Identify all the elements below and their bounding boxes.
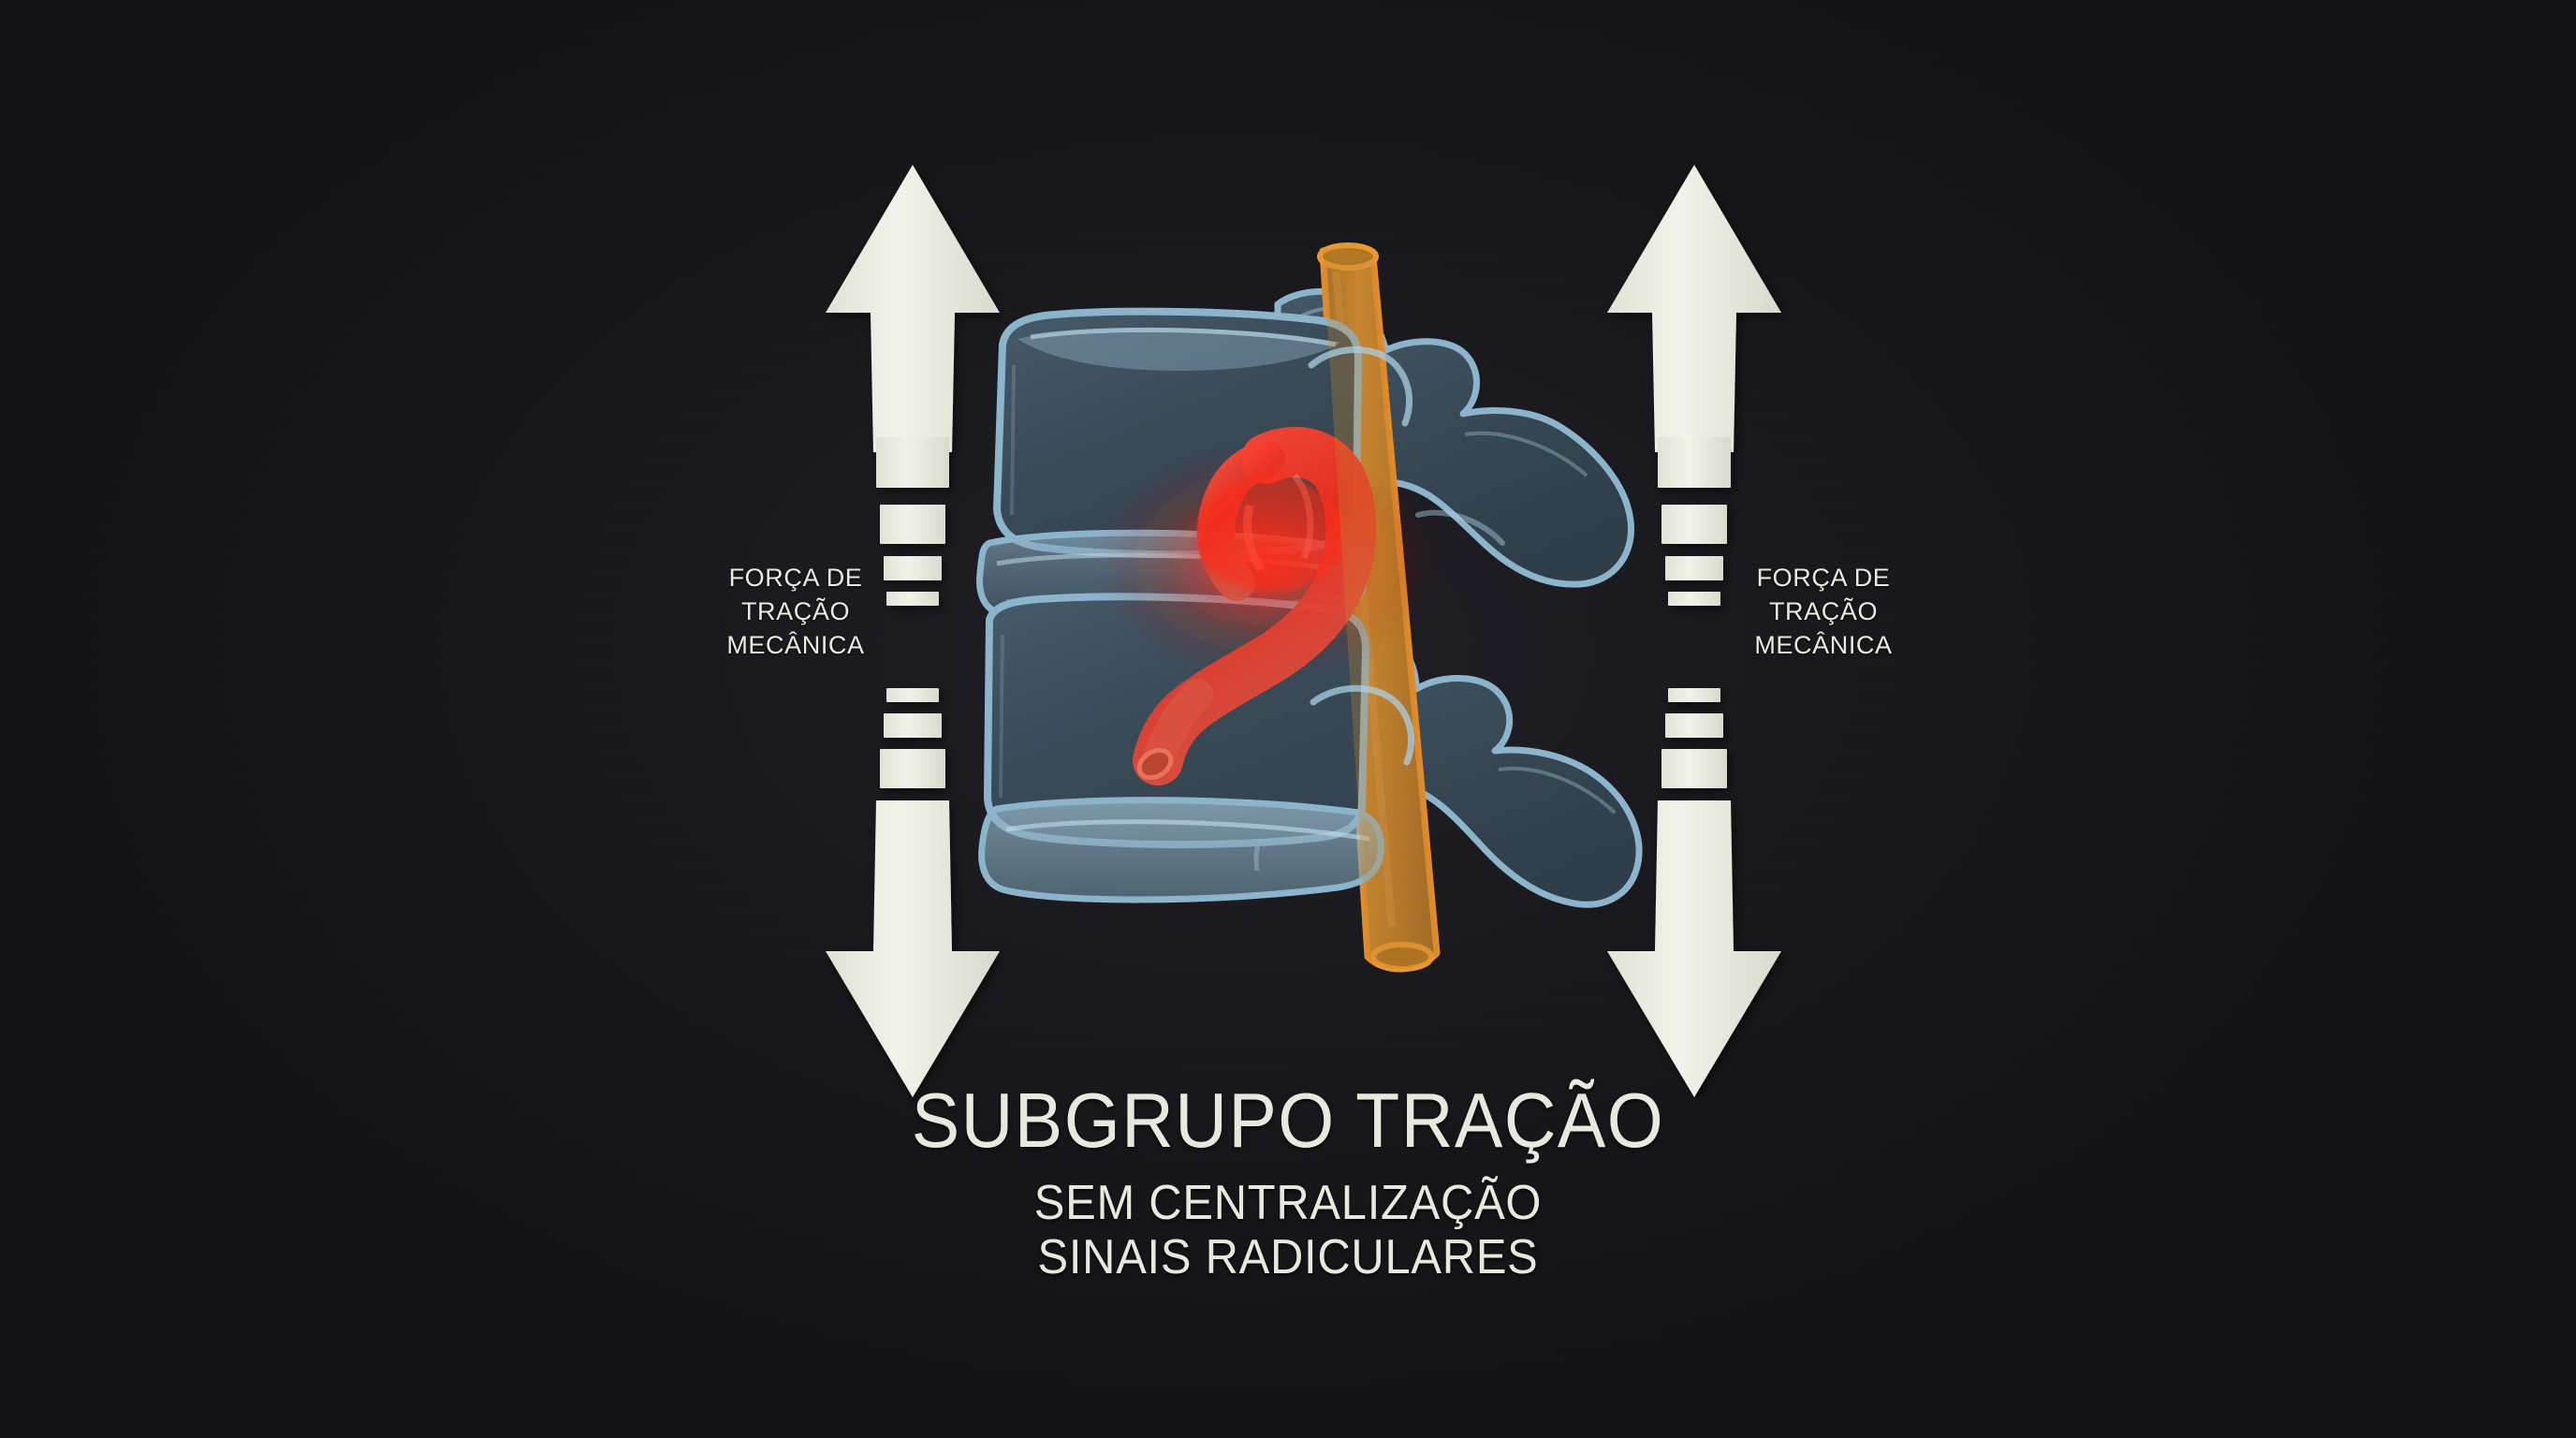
subtitle-line-2: SINAIS RADICULARES — [1037, 1230, 1539, 1285]
lumbar-spine-illustration — [976, 242, 1643, 973]
spinal-cord-overlay — [1323, 248, 1437, 970]
compression-hotspot — [1197, 476, 1343, 592]
facet-foreground-contours — [1308, 346, 1505, 766]
label-traction-force-right: FORÇA DE TRAÇÃO MECÂNICA — [1754, 564, 1893, 659]
subtitle-line-1: SEM CENTRALIZAÇÃO — [1033, 1176, 1543, 1230]
caption-block: SUBGRUPO TRAÇÃO SEM CENTRALIZAÇÃO SINAIS… — [0, 1081, 2576, 1284]
page-title: SUBGRUPO TRAÇÃO — [911, 1077, 1665, 1164]
page-subtitle: SEM CENTRALIZAÇÃO SINAIS RADICULARES — [78, 1176, 2499, 1284]
label-traction-force-left: FORÇA DE TRAÇÃO MECÂNICA — [726, 564, 865, 659]
